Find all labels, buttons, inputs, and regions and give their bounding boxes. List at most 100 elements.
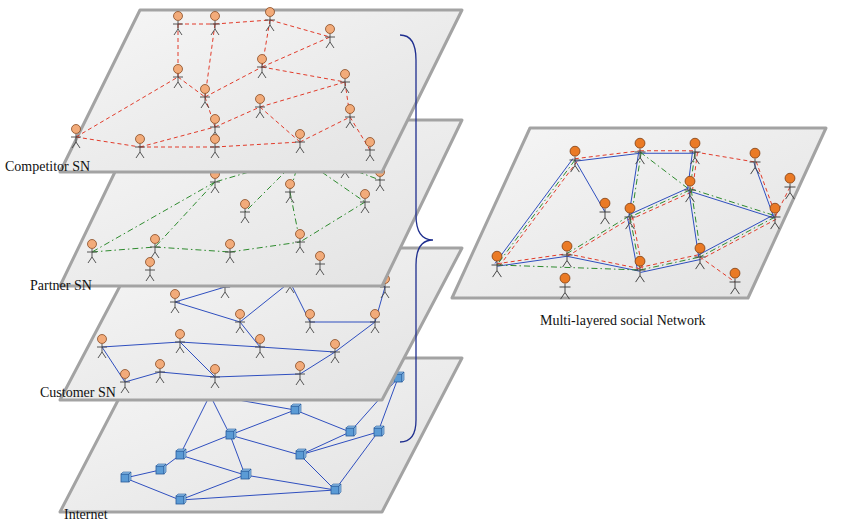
layer-label: Partner SN [30, 278, 92, 294]
layer-link [639, 255, 699, 268]
person-icon [340, 70, 350, 94]
person-icon [785, 173, 796, 199]
person-icon [295, 130, 305, 154]
layer-label: Customer SN [40, 385, 116, 401]
layer-link [155, 182, 215, 247]
plane-shape [60, 10, 462, 172]
person-icon [295, 362, 305, 386]
layer-links [495, 151, 790, 282]
layer-link [699, 215, 774, 255]
layer-link [180, 435, 230, 455]
person-icon [635, 256, 646, 282]
router-icon [121, 472, 131, 482]
person-icon [150, 235, 160, 259]
layer-link [640, 150, 695, 151]
layer-link [180, 395, 210, 455]
plane-outline [452, 128, 826, 298]
layer-link [567, 254, 640, 269]
person-icon [173, 12, 183, 36]
person-icon [257, 55, 267, 79]
layer-link [175, 302, 240, 322]
layer-link [700, 257, 735, 282]
layer-link [240, 282, 290, 322]
person-icon [492, 251, 503, 277]
layer-link [125, 372, 160, 382]
person-icon [200, 85, 210, 109]
person-icon [560, 273, 571, 299]
layer-link [260, 82, 345, 107]
router-icon [346, 426, 356, 436]
layer-link [567, 256, 640, 271]
person-icon [120, 370, 130, 394]
router-icon [241, 469, 251, 479]
layer-link [180, 455, 245, 475]
layer-link [495, 159, 573, 264]
layer-link [640, 257, 700, 270]
layer-link [140, 147, 215, 148]
layer-link [631, 192, 691, 219]
layer-link [230, 435, 300, 455]
layer-link [300, 455, 335, 490]
person-icon [225, 240, 235, 264]
layer-link [260, 347, 335, 352]
layer-link [215, 374, 300, 377]
layer-link [245, 475, 335, 490]
person-icon [155, 360, 165, 384]
layer-link [641, 259, 701, 272]
layer-link [140, 127, 215, 147]
network-layer-plane: Multi-layered social Network [452, 128, 826, 298]
layer-links [76, 20, 370, 150]
person-icon [210, 365, 220, 389]
person-icon [685, 176, 696, 202]
router-icon [374, 426, 384, 436]
person-icon [97, 335, 107, 359]
layer-link [701, 219, 776, 259]
layer-link [575, 153, 640, 161]
layer-link [300, 202, 365, 242]
layer-link [160, 372, 215, 377]
person-icon [570, 146, 581, 172]
person-icon [562, 241, 573, 267]
person-icon [360, 190, 370, 214]
person-icon [265, 8, 275, 32]
layer-link [215, 107, 260, 127]
router-icon [226, 429, 236, 439]
layer-link [300, 352, 335, 374]
person-icon [285, 180, 295, 204]
layer-link [300, 432, 378, 455]
person-icon [170, 290, 180, 314]
layer-link [178, 24, 215, 25]
layer-link [335, 322, 375, 352]
person-icon [635, 138, 646, 164]
brace-path [400, 35, 433, 442]
layer-link [335, 432, 378, 490]
layer-link [310, 322, 375, 323]
plane-shape [452, 128, 826, 298]
person-icon [255, 335, 265, 359]
router-icon [296, 449, 306, 459]
layer-link [497, 254, 567, 264]
person-icon [325, 25, 335, 49]
layer-link [300, 117, 350, 142]
layer-link [295, 410, 350, 432]
person-icon [770, 203, 781, 229]
layer-link [240, 322, 260, 347]
layer-link [566, 216, 629, 254]
layer-link [205, 67, 262, 97]
person-icon [235, 310, 245, 334]
layer-link [230, 242, 300, 252]
person-icon [365, 138, 375, 162]
person-icon [240, 200, 250, 224]
network-layer-plane: Competitor SN [60, 10, 462, 172]
layer-link [175, 287, 225, 302]
person-icon [173, 65, 183, 89]
person-icon [730, 268, 741, 294]
layer-link [497, 160, 575, 265]
person-icon [345, 105, 355, 129]
layer-link [215, 20, 270, 24]
person-icon [175, 330, 185, 354]
layer-link [630, 190, 690, 217]
layer-link [695, 152, 755, 162]
